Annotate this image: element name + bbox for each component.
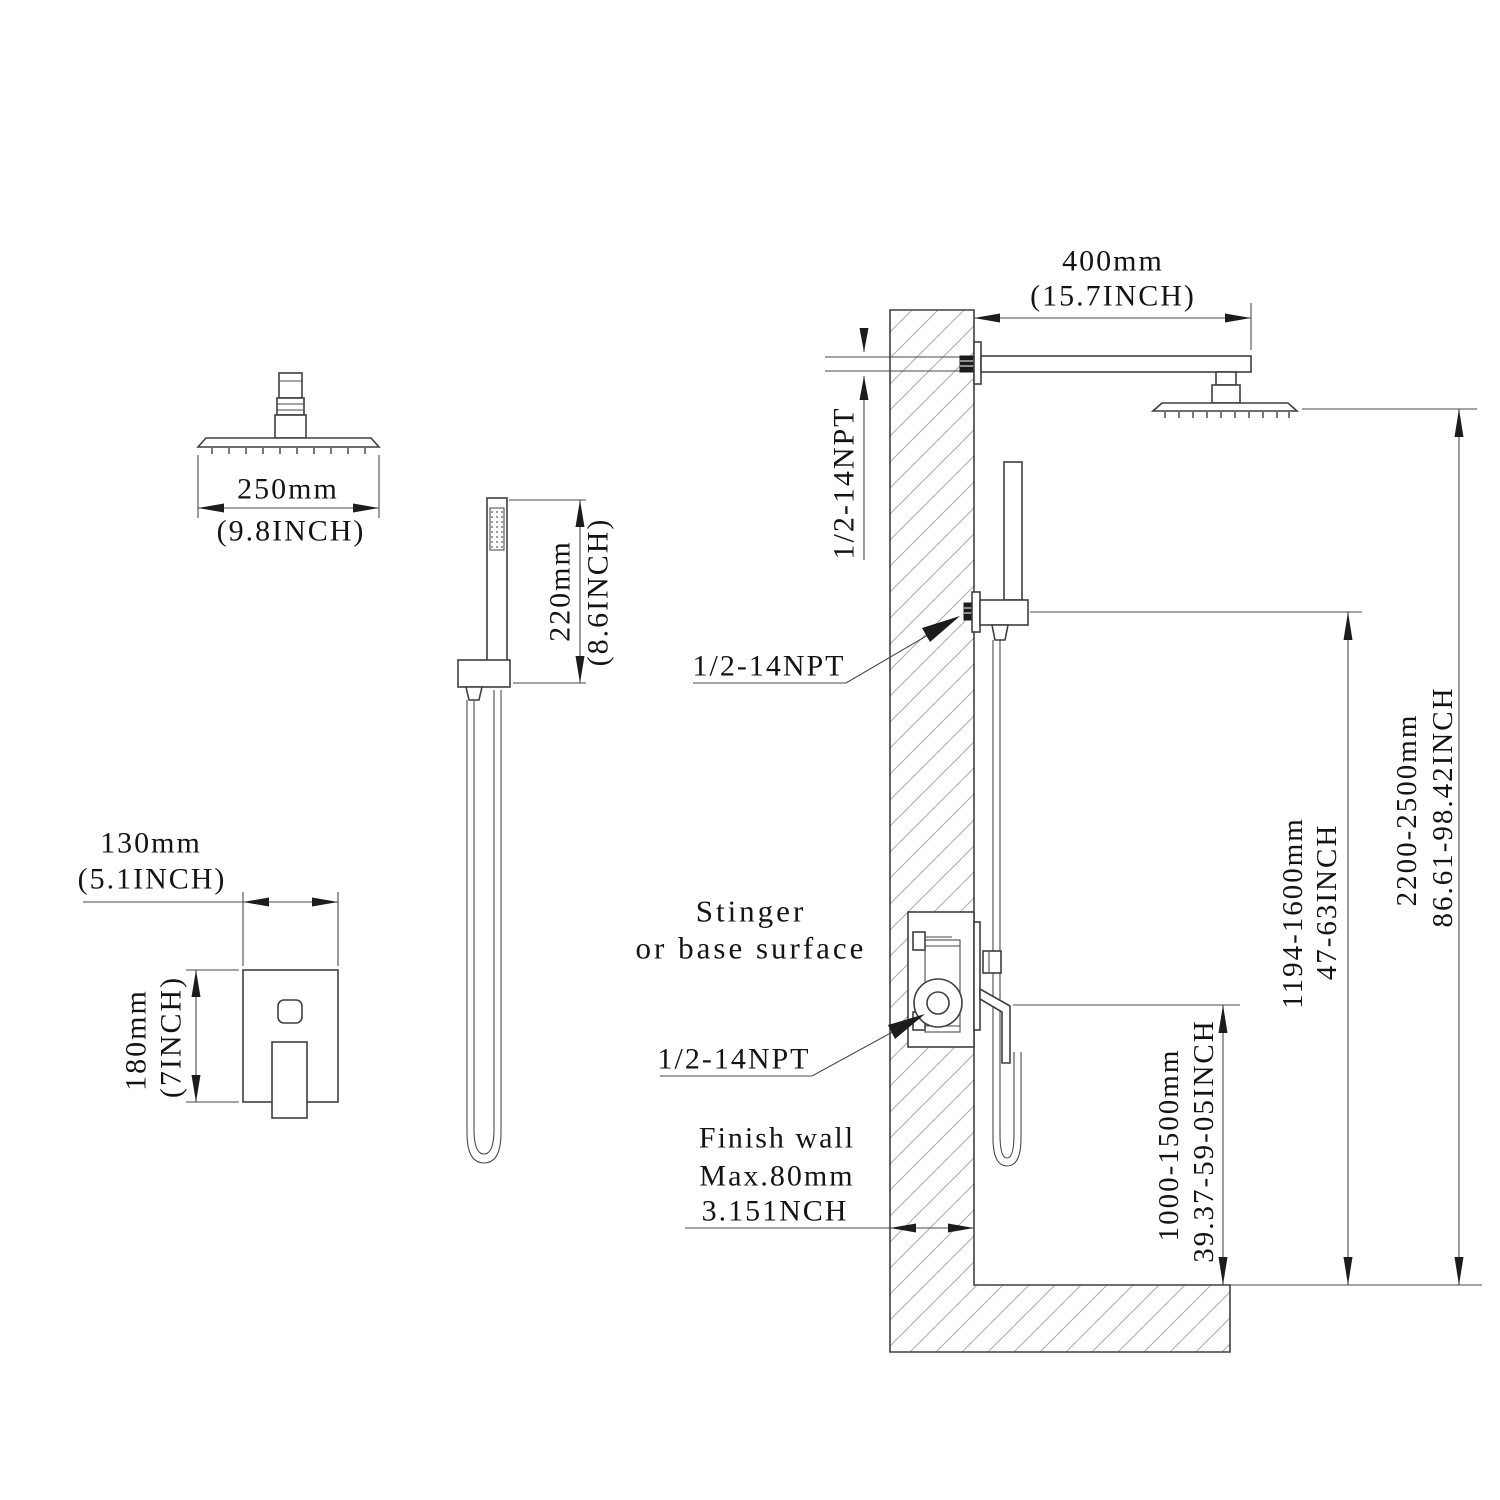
hose-inner-wall <box>999 640 1015 1159</box>
handheld-holder-detail <box>457 659 511 688</box>
rain-head-detail: 250mm (9.8INCH) <box>196 372 381 548</box>
head-width-inch: (9.8INCH) <box>217 515 366 548</box>
finish-wall-line2: Max.80mm <box>699 1160 854 1193</box>
leader-arrow-valve <box>888 1014 925 1039</box>
valve-lever-detail <box>271 1041 308 1119</box>
rain-head-nozzles <box>1164 412 1290 418</box>
valve-trim-detail: 130mm (5.1INCH) 180mm (7INCH) <box>78 827 339 1119</box>
arm-wall-flange <box>973 341 982 385</box>
rain-shower-head <box>1150 402 1300 412</box>
bracket-wall-flange <box>971 591 981 633</box>
bracket-height-range-inch: 47-63INCH <box>1311 824 1343 981</box>
head-stem-top <box>278 372 303 399</box>
valve-height-inch: (7INCH) <box>155 976 188 1098</box>
shower-arm-assembly <box>825 341 1300 418</box>
arm-threaded-nipple <box>959 355 975 373</box>
valve-height-range-mm: 1000-1500mm <box>1153 1049 1185 1242</box>
valve-width-inch: (5.1INCH) <box>78 863 227 896</box>
rain-head-plate-detail <box>196 437 381 448</box>
valve-thread-label: 1/2-14NPT <box>658 1043 811 1076</box>
handheld-length-inch: (8.6INCH) <box>582 518 615 667</box>
valve-screw-top <box>912 931 926 951</box>
head-stem-base <box>274 414 307 439</box>
dimension-bracket-height: 1194-1600mm 47-63INCH <box>1030 611 1362 1285</box>
valve-width-mm: 130mm <box>100 827 202 860</box>
stinger-label-line2: or base surface <box>636 931 867 966</box>
valve-trim-plate-edge <box>973 921 981 1031</box>
handheld-wall-assembly <box>963 461 1029 1167</box>
stinger-label-line1: Stinger <box>696 894 807 929</box>
rain-head-detail-nozzles <box>211 448 366 454</box>
head-height-range-inch: 86.61-98.42INCH <box>1427 686 1459 927</box>
handheld-wand-wall <box>1003 461 1023 601</box>
dimension-valve-height: 1000-1500mm 39.37-59-05INCH <box>1013 1004 1240 1285</box>
hose-connector-detail <box>464 686 484 701</box>
handheld-bracket <box>979 599 1029 626</box>
bracket-height-range-mm: 1194-1600mm <box>1277 817 1309 1009</box>
label-stinger: Stinger or base surface <box>636 894 867 966</box>
head-height-range-mm: 2200-2500mm <box>1391 714 1423 907</box>
hose-outer-wall <box>992 640 1022 1167</box>
head-width-mm: 250mm <box>237 473 339 506</box>
valve-diverter-knob <box>982 950 1002 974</box>
head-stem-rings <box>276 397 305 416</box>
hose-inner-detail <box>473 690 495 1155</box>
finish-wall-line1: Finish wall <box>699 1122 855 1155</box>
dimension-arm-thread: 1/2-14NPT <box>828 328 869 560</box>
valve-height-mm: 180mm <box>120 989 153 1091</box>
label-bracket-thread: 1/2-14NPT <box>693 616 960 684</box>
valve-height-range-inch: 39.37-59-05INCH <box>1188 1019 1220 1262</box>
dimension-head-height: 2200-2500mm 86.61-98.42INCH <box>1230 408 1482 1286</box>
head-connector-upper <box>1215 371 1237 386</box>
valve-inlet-port-inner <box>926 991 950 1015</box>
arm-length-inch: (15.7INCH) <box>1030 280 1196 313</box>
finish-wall-line3: 3.151NCH <box>702 1195 849 1228</box>
handheld-detail: 220mm (8.6INCH) <box>457 497 615 1164</box>
hose-connector-wall <box>991 624 1009 641</box>
valve-wall-assembly <box>907 911 1011 1064</box>
shower-arm <box>980 355 1252 373</box>
label-valve-thread: 1/2-14NPT <box>658 1014 925 1077</box>
hose-outer-detail <box>466 690 502 1164</box>
valve-diverter-button <box>277 999 303 1024</box>
arm-thread-label: 1/2-14NPT <box>828 407 861 560</box>
handheld-length-mm: 220mm <box>544 540 577 642</box>
label-finish-wall: Finish wall Max.80mm 3.151NCH <box>685 1122 974 1233</box>
dimension-arm-length: 400mm (15.7INCH) <box>974 245 1252 350</box>
arm-length-mm: 400mm <box>1062 245 1164 278</box>
leader-arrow-bracket <box>922 616 960 642</box>
head-connector-lower <box>1211 384 1241 404</box>
wand-spray-face <box>489 507 505 551</box>
bracket-thread-label: 1/2-14NPT <box>693 650 846 683</box>
valve-lever-handle <box>979 987 1011 1064</box>
